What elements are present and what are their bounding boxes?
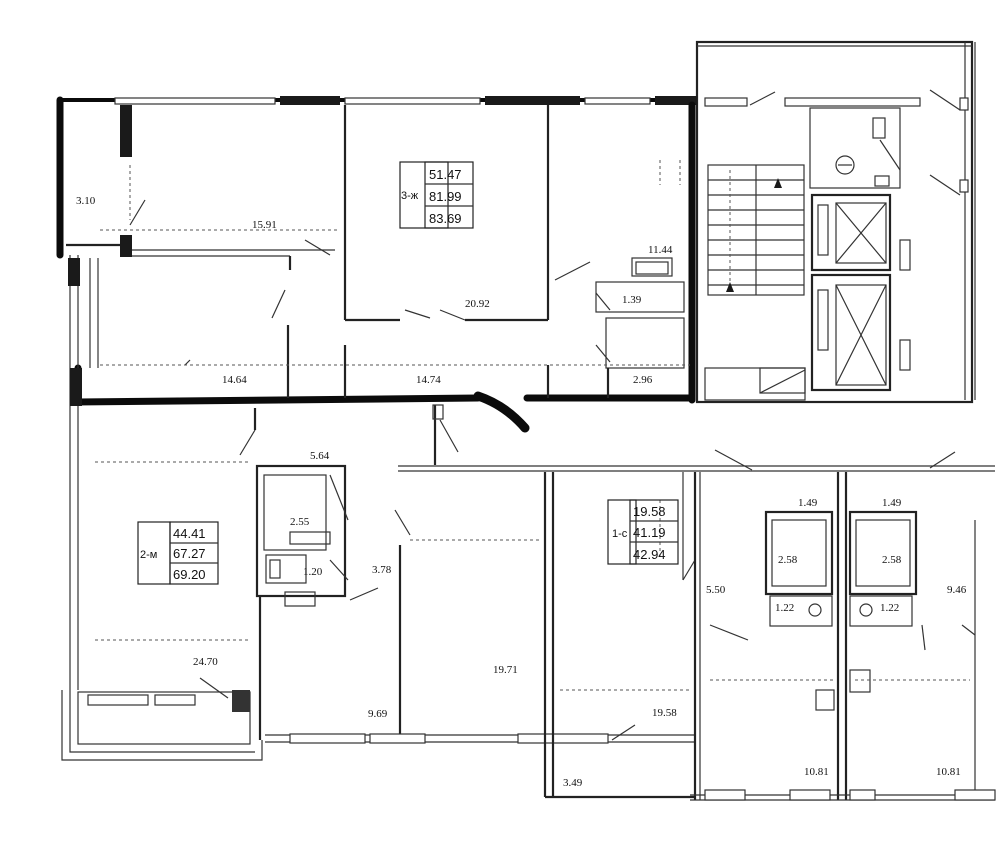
room-area-label: 24.70	[193, 656, 218, 668]
room-area-label: 19.58	[652, 707, 677, 719]
room-area-label: 11.44	[648, 244, 673, 256]
room-area-label: 10.81	[936, 766, 961, 778]
apartment-2-walls	[239, 404, 695, 744]
apartment-1-total-area: 41.19	[633, 525, 666, 540]
room-area-label: 19.71	[493, 664, 518, 676]
apartment-2-tag: 2-м	[140, 549, 157, 561]
room-area-label: 10.81	[804, 766, 829, 778]
room-area-label: 3.78	[372, 564, 392, 576]
room-area-label: 3.10	[76, 195, 96, 207]
room-area-label: 20.92	[465, 298, 490, 310]
stair-core	[695, 40, 976, 404]
apartment-3-summary: 3-ж 51.47 81.99 83.69	[399, 161, 474, 229]
left-exterior	[61, 255, 263, 761]
apartment-1-summary: 1-с 19.58 41.19 42.94	[607, 499, 679, 565]
apartment-2-total-area: 67.27	[173, 546, 206, 561]
room-area-label: 1.20	[303, 566, 323, 578]
apartment-3-living-area: 51.47	[429, 167, 462, 182]
room-area-label: 1.22	[775, 602, 794, 614]
room-area-label: 5.50	[706, 584, 726, 596]
room-area-label: 1.39	[622, 294, 642, 306]
room-area-label: 14.64	[222, 374, 247, 386]
dashed-guides	[95, 165, 970, 691]
apartment-3-total-area: 81.99	[429, 189, 462, 204]
apartment-2-living-area: 44.41	[173, 526, 206, 541]
room-area-label: 1.49	[882, 497, 902, 509]
stair-treads	[708, 165, 804, 295]
apartment-2-gross-area: 69.20	[173, 567, 206, 582]
room-area-label: 9.46	[947, 584, 967, 596]
room-area-label: 2.96	[633, 374, 653, 386]
apartment-1-living-area: 19.58	[633, 504, 666, 519]
room-area-label: 2.58	[778, 554, 798, 566]
room-area-label: 1.22	[880, 602, 899, 614]
room-area-label: 14.74	[416, 374, 441, 386]
apartment-1-gross-area: 42.94	[633, 547, 666, 562]
room-area-label: 3.49	[563, 777, 583, 789]
room-area-label: 15.91	[252, 219, 277, 231]
room-area-label: 2.58	[882, 554, 902, 566]
apartment-3-walls	[56, 96, 697, 433]
apartment-3-tag: 3-ж	[401, 190, 419, 202]
room-area-label: 9.69	[368, 708, 388, 720]
apartment-3-gross-area: 83.69	[429, 211, 462, 226]
apartment-1-tag: 1-с	[612, 528, 628, 540]
right-apartments-walls	[398, 449, 996, 801]
room-area-label: 2.55	[290, 516, 310, 528]
room-area-label: 5.64	[310, 450, 330, 462]
room-area-label: 1.49	[798, 497, 818, 509]
room-area-labels: 15.91 20.92 11.44 1.39 14.64 14.74 2.96 …	[76, 195, 967, 789]
apartment-2-summary: 2-м 44.41 67.27 69.20	[137, 521, 219, 585]
